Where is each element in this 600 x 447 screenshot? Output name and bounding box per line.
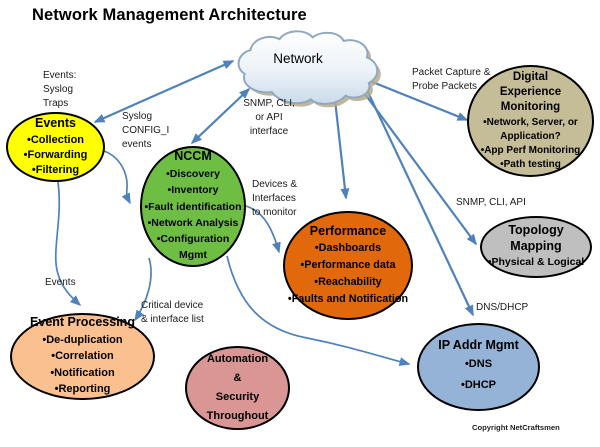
network-cloud [237,30,381,108]
arrow-nccm-ipaddr [226,255,411,366]
node-eventproc-bullets: •De-duplication•Correlation•Notification… [42,333,123,396]
node-ipaddr-title: IP Addr Mgmt [438,337,519,352]
node-dem-bullets: •Network, Server, or Application?•App Pe… [480,116,581,170]
node-events-bullets: •Collection•Forwarding•Filtering [23,134,88,176]
node-ipaddr-bullets: •DNS•DHCP [460,358,497,392]
arrow-events-eventproc [54,181,82,306]
node-topology-bullets: •Physical & Logical [487,256,585,269]
node-eventproc-title: Event Processing [30,315,135,330]
arrow-nccm-eventproc [134,257,152,322]
node-nccm-bullets: •Discovery•Inventory•Fault identificatio… [144,168,242,262]
label-events-flow: Events [45,277,76,288]
arrow-events-nccm [103,150,131,205]
node-topology-title: Topology Mapping [508,223,564,253]
label-snmp-cli-api: SNMP, CLI, API [456,197,526,208]
node-performance-title: Performance [309,223,387,238]
label-critical-device-interface-list: Critical device& interface list [141,300,204,326]
cloud-network-label: Network [273,51,323,66]
label-dns-dhcp: DNS/DHCP [476,302,529,313]
node-nccm-title: NCCM [174,149,212,164]
node-topology-mapping: Topology Mapping •Physical & Logical [480,216,592,278]
label-packet-capture-probe-packets: Packet Capture &Probe Packets [412,67,491,93]
arrow-performance-cloud [330,89,350,200]
copyright-text: Copyright NetCraftsmen [472,423,560,432]
arrow-nccm-performance [245,205,281,254]
node-nccm: NCCM •Discovery•Inventory•Fault identifi… [140,146,246,267]
node-performance-bullets: •Dashboards•Performance data•Reachabilit… [287,242,409,305]
arrow-events-cloud [93,59,235,124]
node-event-processing: Event Processing •De-duplication•Correla… [10,313,155,400]
node-ip-addr-mgmt: IP Addr Mgmt •DNS•DHCP [417,323,540,411]
diagram-title: Network Management Architecture [32,6,307,24]
arrow-nccm-cloud [190,87,251,145]
node-events: Events •Collection•Forwarding•Filtering [6,112,105,182]
arrow-cloud-ipaddr [366,89,474,317]
node-performance: Performance •Dashboards•Performance data… [283,211,413,320]
node-events-title: Events [35,116,76,131]
